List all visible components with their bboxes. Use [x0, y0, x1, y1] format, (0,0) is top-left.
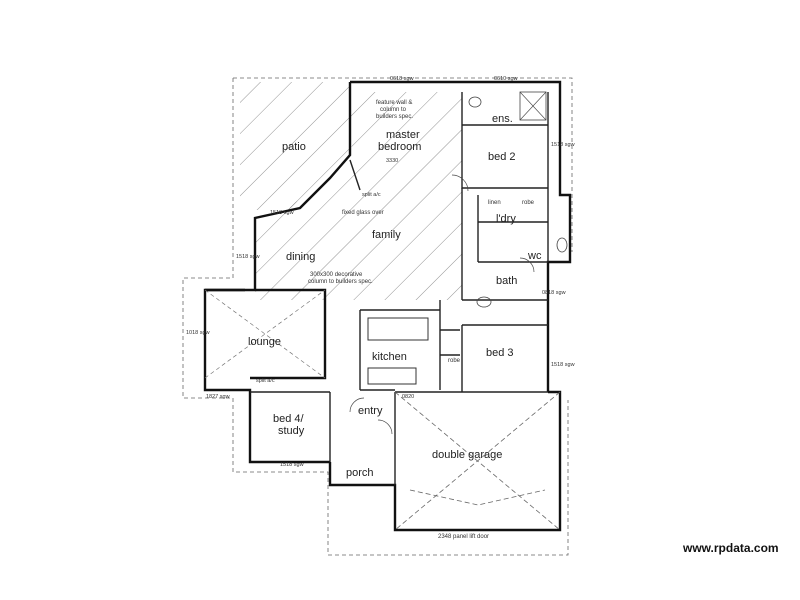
note-fixed-glass: fixed glass over	[342, 210, 384, 216]
room-ldry-label: l'dry	[496, 213, 516, 225]
room-bed3-label: bed 3	[486, 347, 514, 359]
lounge-lines	[204, 289, 326, 379]
room-study-label: study	[278, 425, 305, 437]
room-bath-label: bath	[496, 275, 517, 287]
note-feature1: feature wall &	[376, 100, 412, 106]
dim-2: 0610 sgw	[494, 76, 518, 82]
dim-6: 1518 sgw	[551, 362, 575, 368]
room-master-label: master	[386, 129, 420, 141]
note-robe2: robe	[448, 358, 461, 364]
dim-11: 1827 sgw	[206, 394, 230, 400]
room-porch-label: porch	[346, 467, 374, 479]
room-wc-label: wc	[527, 250, 542, 262]
room-bed4-label: bed 4/	[273, 413, 305, 425]
dim-12: 0820	[402, 394, 414, 400]
room-dining-label: dining	[286, 251, 315, 263]
note-linen: linen	[488, 200, 501, 206]
garage-lines	[394, 391, 561, 531]
dim-4: 3330	[386, 158, 398, 164]
bath-basin	[476, 296, 492, 308]
kitchen-island	[367, 367, 417, 385]
note-column1: 300x300 decorative	[310, 272, 363, 278]
dim-7: 1518 sgw	[236, 254, 260, 260]
dim-10: 0818 sgw	[542, 290, 566, 296]
family-hatch	[255, 92, 462, 300]
dim-1: 0618 sgw	[390, 76, 414, 82]
kitchen-bench	[367, 317, 429, 341]
dim-5: 1518 sgw	[551, 142, 575, 148]
dim-9: 1518 sgw	[280, 462, 304, 468]
note-robe: robe	[522, 200, 535, 206]
note-feature3: builders spec.	[376, 114, 413, 120]
room-ens-label: ens.	[492, 113, 513, 125]
ens-shower	[519, 91, 547, 121]
room-patio-label: patio	[282, 141, 306, 153]
doors	[349, 174, 535, 435]
dim-14: split a/c	[256, 378, 275, 384]
dim-8: 1018 sgw	[186, 330, 210, 336]
room-lounge-label: lounge	[248, 336, 281, 348]
patio-hatch	[240, 82, 350, 210]
wc-toilet	[556, 237, 568, 253]
room-bedroom-label: bedroom	[378, 141, 421, 153]
room-bed2-label: bed 2	[488, 151, 516, 163]
ens-basin	[468, 96, 482, 108]
dim-13: split a/c	[362, 192, 381, 198]
dim-3: 1518 sgw	[270, 210, 294, 216]
source-credit: www.rpdata.com	[683, 541, 779, 555]
internal-walls	[250, 92, 549, 485]
room-garage-label: double garage	[432, 449, 502, 461]
room-entry-label: entry	[358, 405, 383, 417]
roof-outline	[182, 77, 573, 556]
note-door: 2348 panel lift door	[438, 534, 489, 540]
note-column2: column to builders spec.	[308, 279, 373, 285]
note-feature2: column to	[380, 107, 407, 113]
room-family-label: family	[372, 229, 401, 241]
room-kitchen-label: kitchen	[372, 351, 407, 363]
